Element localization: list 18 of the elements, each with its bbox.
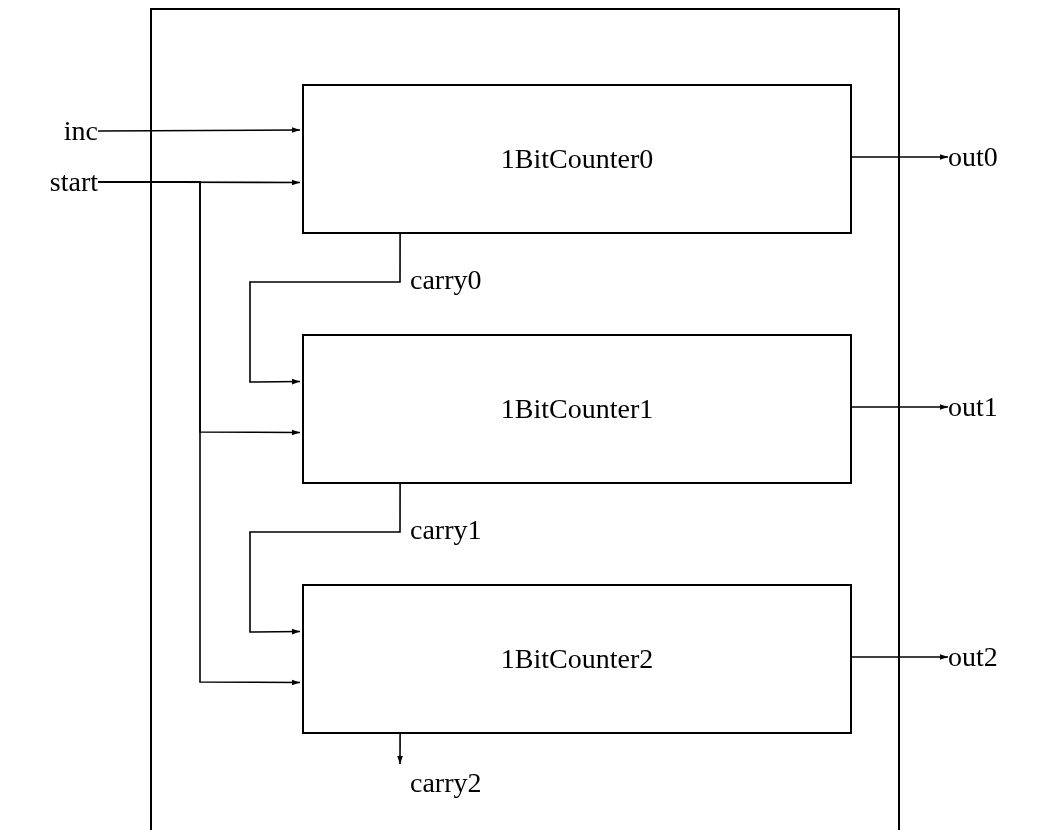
counter-box: 1BitCounter2 bbox=[302, 584, 852, 734]
frame-box bbox=[150, 8, 900, 830]
signal-label: out0 bbox=[948, 140, 1033, 174]
arrow bbox=[249, 481, 401, 635]
signal-label: out2 bbox=[948, 640, 1033, 674]
arrow bbox=[97, 127, 301, 133]
arrow bbox=[97, 181, 301, 686]
arrow bbox=[249, 231, 401, 385]
arrow bbox=[849, 154, 949, 160]
counter-box: 1BitCounter1 bbox=[302, 334, 852, 484]
arrow bbox=[397, 731, 403, 765]
signal-label: carry2 bbox=[398, 766, 528, 800]
counter-box: 1BitCounter0 bbox=[302, 84, 852, 234]
arrow bbox=[849, 404, 949, 410]
signal-label: start bbox=[4, 165, 98, 199]
arrow bbox=[849, 654, 949, 660]
signal-label: inc bbox=[10, 114, 98, 148]
signal-label: out1 bbox=[948, 390, 1033, 424]
